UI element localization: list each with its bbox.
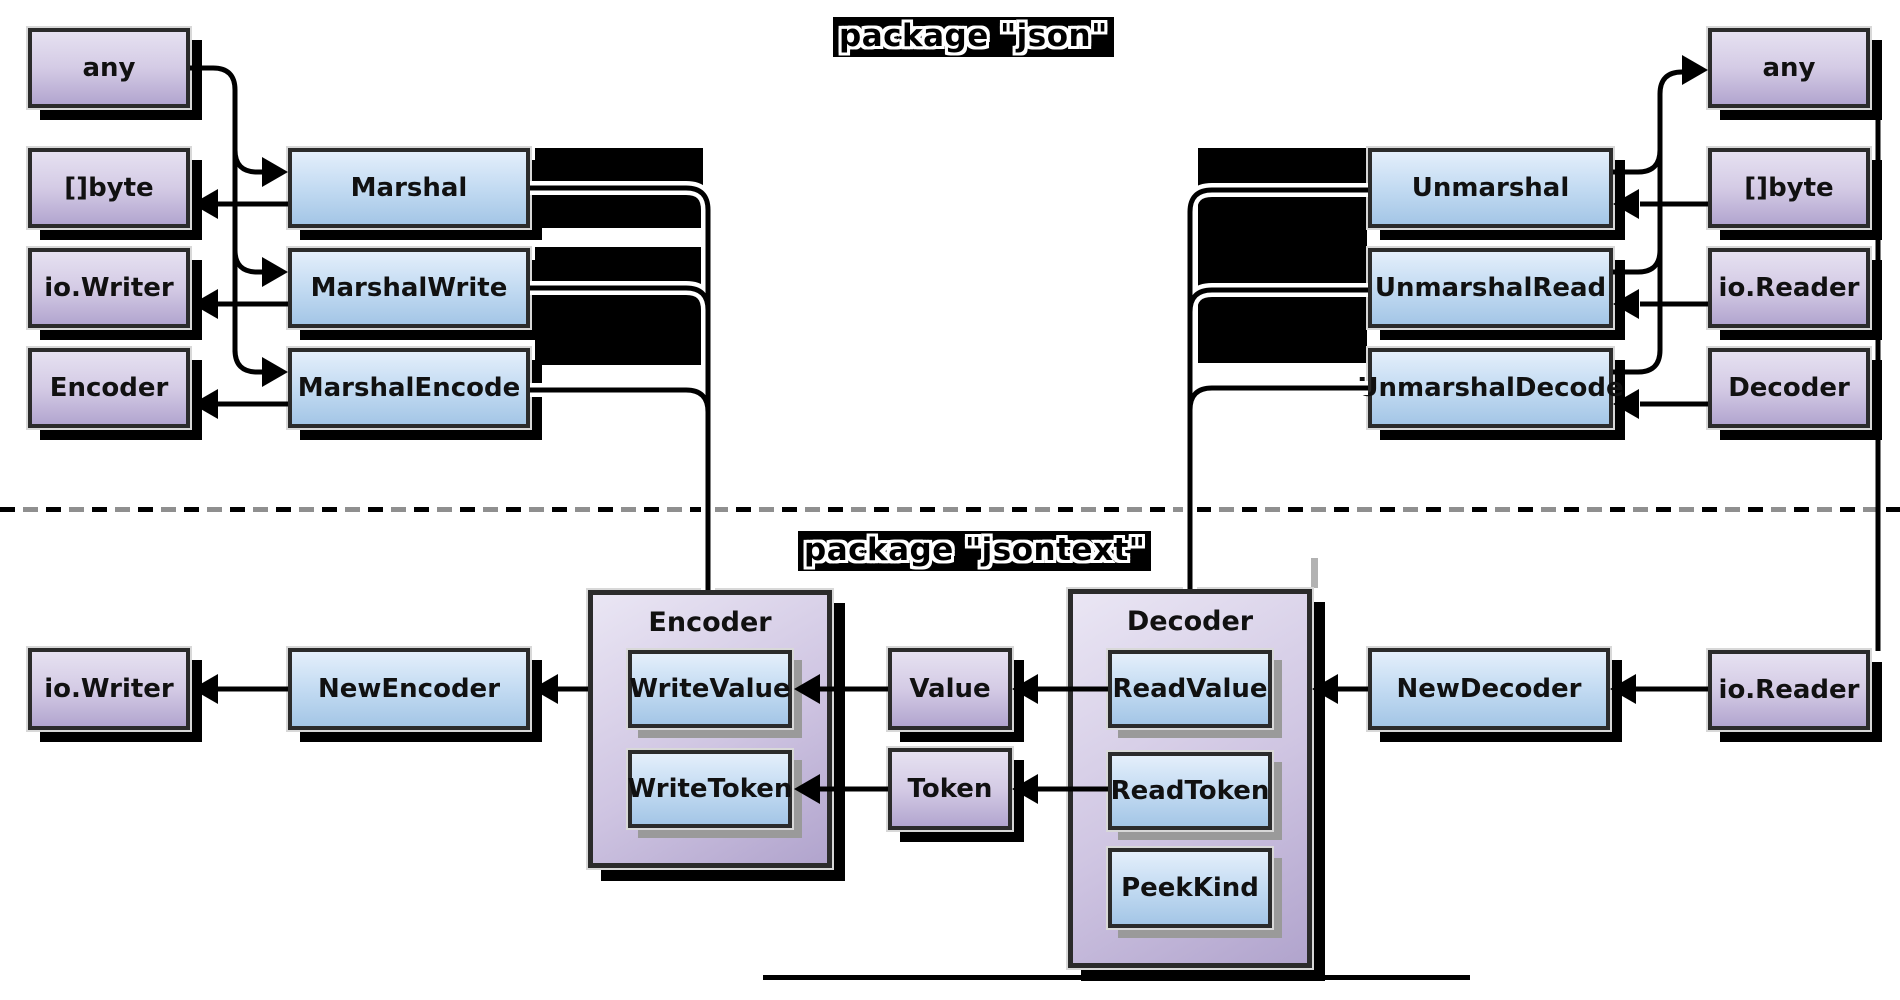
node-peekkind: PeekKind — [1108, 848, 1272, 928]
node-ioreader-bottom: io.Reader — [1708, 650, 1870, 730]
node-bytes-right: []byte — [1708, 148, 1870, 228]
gray-artifact-mark — [1311, 558, 1318, 588]
node-newencoder: NewEncoder — [288, 648, 530, 730]
package-jsontext-title[interactable]: package "jsontext" — [798, 531, 1152, 571]
node-token: Token — [888, 748, 1012, 830]
node-newdecoder: NewDecoder — [1368, 648, 1610, 730]
node-any-left: any — [28, 28, 190, 108]
node-writetoken: WriteToken — [628, 750, 792, 828]
node-encoder-type: Encoder — [28, 348, 190, 428]
node-iowriter-bottom: io.Writer — [28, 648, 190, 730]
redacted-block-left-2 — [535, 247, 703, 365]
node-ioreader-right: io.Reader — [1708, 248, 1870, 328]
node-unmarshalread: UnmarshalRead — [1368, 248, 1613, 328]
node-writevalue: WriteValue — [628, 650, 792, 728]
node-value: Value — [888, 648, 1012, 730]
package-boundary-dashed-line — [0, 507, 1900, 512]
encoder-container-title: Encoder — [648, 607, 772, 638]
node-unmarshal: Unmarshal — [1368, 148, 1613, 228]
package-json-title[interactable]: package "json" — [833, 17, 1114, 57]
node-bytes-left: []byte — [28, 148, 190, 228]
redacted-block-left-1 — [535, 148, 703, 228]
node-iowriter-left: io.Writer — [28, 248, 190, 328]
node-unmarshaldecode: UnmarshalDecode — [1357, 348, 1624, 428]
node-readtoken: ReadToken — [1108, 752, 1272, 830]
bottom-rule-line — [763, 975, 1470, 980]
node-readvalue: ReadValue — [1108, 650, 1272, 728]
node-decoder-type: Decoder — [1708, 348, 1870, 428]
node-any-right: any — [1708, 28, 1870, 108]
node-marshalwrite: MarshalWrite — [288, 248, 530, 328]
node-marshal: Marshal — [288, 148, 530, 228]
node-marshalencode: MarshalEncode — [288, 348, 530, 428]
decoder-container-title: Decoder — [1126, 606, 1254, 637]
redacted-block-right — [1198, 148, 1367, 363]
